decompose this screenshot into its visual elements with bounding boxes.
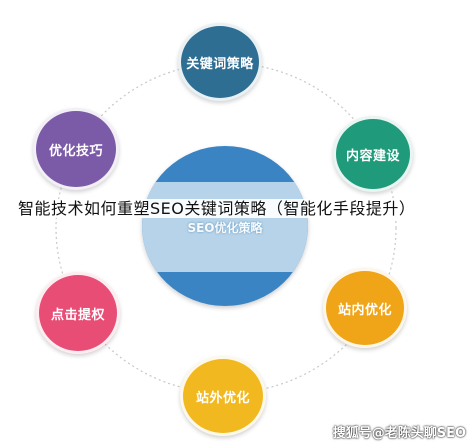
node-content-building-label: 内容建设 bbox=[345, 148, 400, 164]
node-content-building: 内容建设 bbox=[333, 116, 413, 192]
center-band: SEO优化策略 bbox=[142, 182, 308, 272]
overlay-title: 智能技术如何重塑SEO关键词策略（智能化手段提升） bbox=[18, 196, 458, 222]
node-click-boost-label: 点击提权 bbox=[50, 307, 105, 323]
node-keyword-strategy: 关键词策略 bbox=[178, 23, 262, 101]
node-onsite-optimization-label: 站内优化 bbox=[337, 302, 392, 318]
center-node: SEO优化策略 bbox=[142, 146, 308, 306]
node-click-boost: 点击提权 bbox=[36, 272, 120, 354]
node-optimization-tips: 优化技巧 bbox=[33, 108, 119, 190]
node-onsite-optimization: 站内优化 bbox=[323, 268, 407, 348]
node-offsite-optimization-label: 站外优化 bbox=[195, 390, 250, 406]
node-keyword-strategy-label: 关键词策略 bbox=[186, 56, 254, 72]
node-offsite-optimization: 站外优化 bbox=[180, 356, 266, 436]
center-node-label: SEO优化策略 bbox=[187, 220, 263, 235]
watermark: 搜狐号@老陈头聊SEO bbox=[332, 426, 466, 441]
node-optimization-tips-label: 优化技巧 bbox=[48, 143, 103, 159]
overlay-title-text: 智能技术如何重塑SEO关键词策略（智能化手段提升） bbox=[18, 199, 416, 218]
